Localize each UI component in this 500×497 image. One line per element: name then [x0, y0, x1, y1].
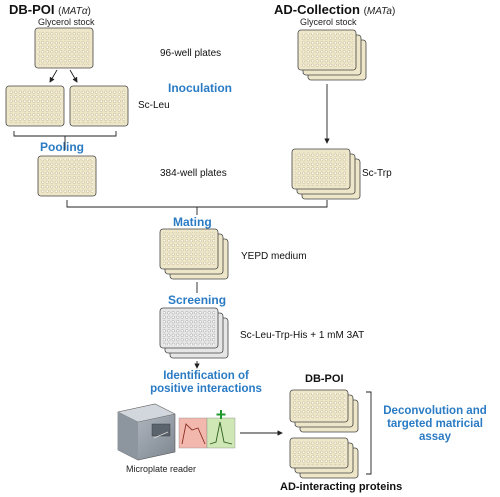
db-poi-mat: MATα — [61, 6, 88, 17]
plates-384-label: 384-well plates — [160, 168, 227, 179]
pooled-plate — [37, 155, 97, 197]
deconvolution-bracket — [366, 391, 372, 475]
identification-step: Identification of positive interactions — [150, 370, 262, 395]
deconvolution-step: Deconvolution and targeted matricial ass… — [383, 405, 487, 443]
selection-medium-label: Sc-Leu-Trp-His + 1 mM 3AT — [240, 330, 365, 341]
ad-interacting-label: AD-interacting proteins — [280, 481, 403, 493]
db-poi-title: DB-POI — [9, 2, 55, 17]
pooling-bracket — [13, 131, 117, 137]
inoculated-plate-1 — [5, 85, 65, 127]
screening-step: Screening — [168, 293, 227, 307]
inoculation-step: Inoculation — [168, 81, 232, 95]
mating-plate-stack — [159, 228, 229, 280]
merge-bracket — [66, 200, 328, 208]
ad-collection-header: AD-Collection (MATa) — [274, 2, 396, 17]
ad-collection-title: AD-Collection — [274, 2, 360, 17]
yepd-label: YEPD medium — [241, 251, 307, 262]
pooling-step: Pooling — [40, 140, 84, 154]
ad-collection-mat: MATa — [366, 6, 392, 17]
glycerol-stock-left: Glycerol stock — [38, 17, 95, 27]
plates-96-label: 96-well plates — [160, 48, 222, 59]
split-arrow-left — [49, 69, 58, 83]
ad-interacting-result-plates — [289, 437, 359, 479]
microplate-reader-icon — [117, 403, 176, 461]
inoculated-plate-2 — [69, 85, 129, 127]
db-poi-result-plates — [289, 389, 359, 433]
db-poi-header: DB-POI (MATα) — [9, 2, 91, 17]
db-poi-result-label: DB-POI — [305, 373, 344, 385]
split-arrow-right — [69, 69, 78, 83]
ad-glycerol-plate-stack — [297, 29, 367, 81]
microplate-reader-label: Microplate reader — [126, 464, 197, 474]
sc-trp-label: Sc-Trp — [362, 168, 392, 179]
signal-chart-icon — [178, 410, 236, 449]
mating-step: Mating — [173, 215, 212, 229]
sc-trp-plate-stack — [291, 148, 361, 200]
db-poi-glycerol-plate — [34, 27, 94, 69]
glycerol-stock-right: Glycerol stock — [300, 17, 357, 27]
screening-plate-stack — [159, 307, 229, 359]
sc-leu-label: Sc-Leu — [138, 100, 170, 111]
